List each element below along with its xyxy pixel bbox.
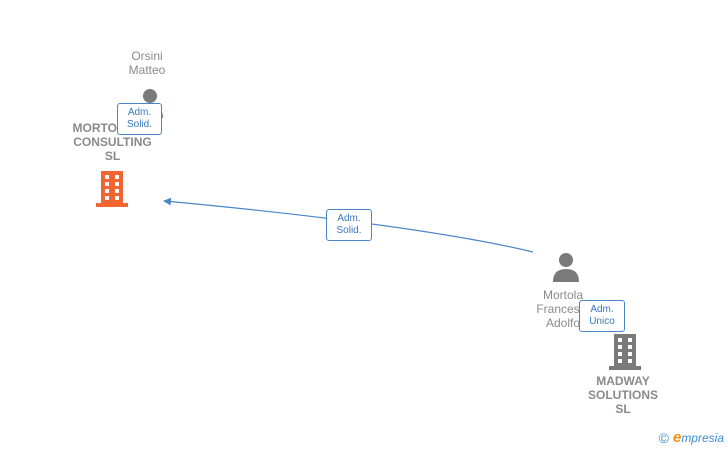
person-label-mortola[interactable]: Mortola Frances... Adolfo	[536, 288, 590, 330]
copyright-icon: ©	[658, 429, 669, 446]
empresia-logo: © e mpresia	[659, 429, 724, 446]
role-badge-orsini: Adm. Solid.	[117, 103, 162, 135]
brand-name: mpresia	[681, 430, 724, 445]
building-icon[interactable]	[609, 334, 641, 370]
role-badge-link: Adm. Solid.	[326, 209, 372, 241]
person-label-orsini[interactable]: Orsini Matteo	[128, 49, 166, 77]
brand-letter-e: e	[672, 429, 682, 446]
person-icon[interactable]	[551, 252, 581, 282]
role-badge-madway: Adm. Unico	[579, 300, 625, 332]
company-label-madway[interactable]: MADWAY SOLUTIONS SL	[587, 374, 658, 416]
building-icon[interactable]	[96, 171, 128, 207]
relation-arrow-mortola-to-consulting	[163, 197, 534, 253]
